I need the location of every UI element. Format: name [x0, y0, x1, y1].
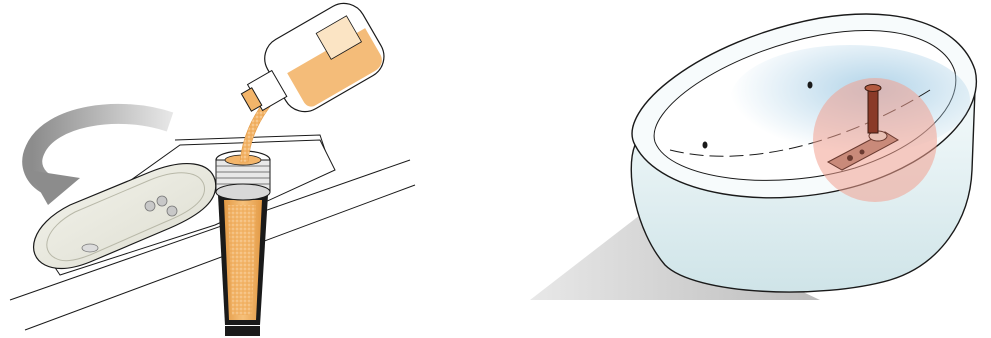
- cap-button-icon: [167, 206, 177, 216]
- dispenser-tube: [218, 195, 268, 336]
- bottle-pour-icon: [226, 0, 392, 137]
- cap-drain-icon: [82, 244, 98, 252]
- pouring-illustration: [0, 0, 420, 338]
- pouring-scene: [0, 0, 420, 338]
- jet-icon: [703, 142, 708, 149]
- cap-button-icon: [157, 196, 167, 206]
- jet-icon: [808, 82, 813, 89]
- bathtub-illustration: [520, 0, 991, 338]
- cap-button-icon: [145, 201, 155, 211]
- bathtub-scene: [520, 0, 991, 338]
